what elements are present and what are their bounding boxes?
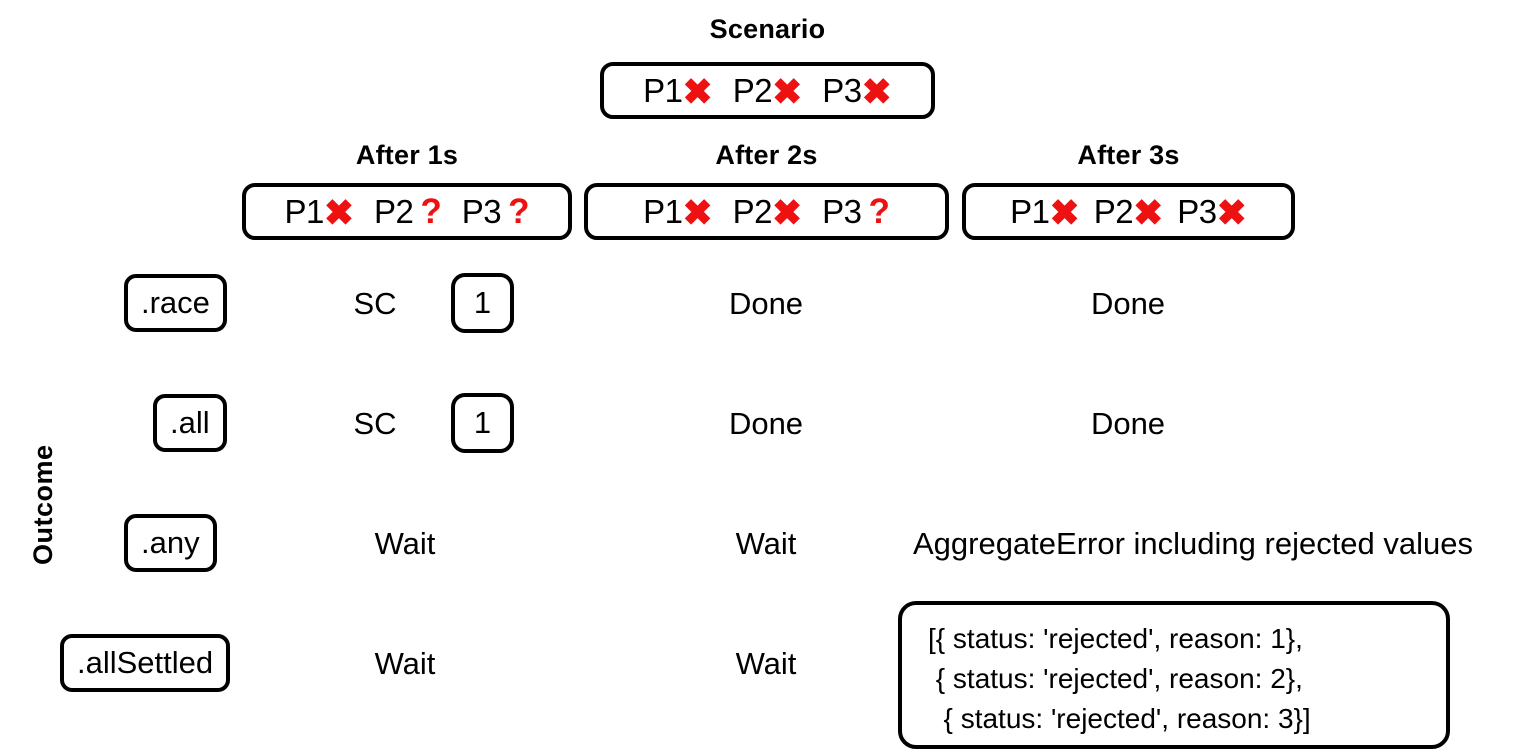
promise-name: P2: [374, 192, 414, 230]
x-mark-icon: ✖: [772, 70, 803, 112]
x-mark-icon: ✖: [1049, 191, 1080, 233]
cell-race-after-3s: Done: [1090, 286, 1166, 321]
cell-allsettled-after-2s: Wait: [735, 646, 797, 681]
x-mark-icon: ✖: [771, 191, 803, 233]
cell-allsettled-after-1s: Wait: [374, 646, 436, 681]
method-pill-all[interactable]: .all: [153, 394, 227, 452]
cell-any-after-1s: Wait: [374, 526, 436, 561]
method-pill-allsettled[interactable]: .allSettled: [60, 634, 231, 692]
promise-name: P2: [732, 71, 773, 109]
promise-name: P3: [1177, 192, 1217, 230]
scenario-promise-box: P1✖P2✖P3✖: [600, 62, 935, 119]
x-mark-icon: ✖: [1133, 191, 1164, 233]
outcome-axis-label: Outcome: [28, 444, 58, 565]
question-mark-icon: ?: [868, 192, 890, 231]
column-title-after-1s: After 1s: [355, 140, 459, 170]
cell-allsettled-after-3s-code: [{ status: 'rejected', reason: 1}, { sta…: [898, 601, 1450, 749]
question-mark-icon: ?: [508, 192, 530, 231]
promise-name: P3: [461, 192, 502, 230]
promise-state-box-after-2s: P1✖P2✖P3?: [584, 183, 949, 240]
question-mark-icon: ?: [420, 192, 442, 231]
x-mark-icon: ✖: [1216, 191, 1247, 233]
x-mark-icon: ✖: [682, 70, 713, 112]
promise-name: P1: [284, 192, 324, 230]
promise-name: P2: [1093, 192, 1134, 230]
promise-name: P1: [643, 71, 683, 109]
promise-name: P3: [822, 192, 862, 230]
x-mark-icon: ✖: [861, 70, 892, 112]
promise-state-box-after-3s: P1✖P2✖P3✖: [962, 183, 1295, 240]
cell-any-after-3s: AggregateError including rejected values: [912, 526, 1474, 561]
promise-name: P3: [822, 71, 862, 109]
promise-name: P1: [1010, 192, 1050, 230]
column-title-after-2s: After 2s: [715, 140, 818, 170]
cell-race-after-1s-chip: 1: [451, 273, 514, 333]
x-mark-icon: ✖: [323, 191, 354, 233]
column-title-after-3s: After 3s: [1077, 140, 1180, 170]
promise-name: P2: [732, 192, 773, 230]
cell-race-after-1s-text: SC: [353, 286, 397, 321]
promise-name: P1: [643, 192, 683, 230]
cell-all-after-1s-text: SC: [353, 406, 397, 441]
cell-all-after-2s: Done: [728, 406, 804, 441]
method-pill-any[interactable]: .any: [124, 514, 217, 572]
cell-all-after-1s-chip: 1: [451, 393, 514, 453]
cell-race-after-2s: Done: [728, 286, 804, 321]
scenario-title: Scenario: [709, 14, 826, 44]
cell-any-after-2s: Wait: [735, 526, 797, 561]
x-mark-icon: ✖: [682, 191, 713, 233]
cell-all-after-3s: Done: [1090, 406, 1166, 441]
method-pill-race[interactable]: .race: [124, 274, 227, 332]
promise-state-box-after-1s: P1✖P2?P3?: [242, 183, 572, 240]
